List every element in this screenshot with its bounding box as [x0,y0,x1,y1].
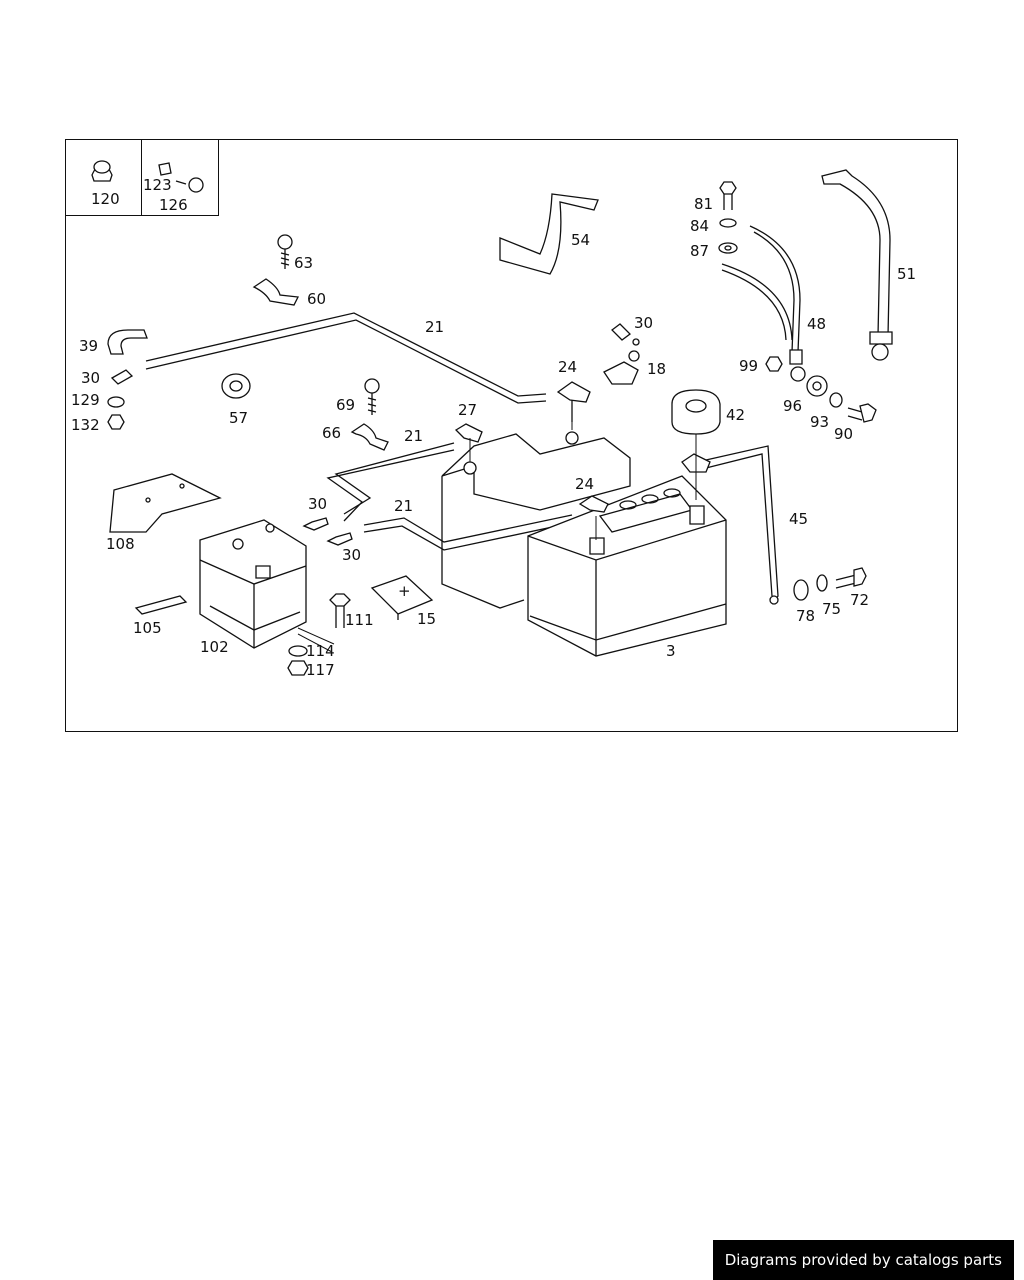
label-30-left: 30 [81,369,100,387]
label-99: 99 [739,357,758,375]
label-81: 81 [694,195,713,213]
part-48-cable [721,225,806,382]
part-84-lock-washer [719,218,737,228]
label-48: 48 [807,315,826,333]
label-108: 108 [106,535,135,553]
label-45: 45 [789,510,808,528]
label-90: 90 [834,425,853,443]
label-93: 93 [810,413,829,431]
part-132-nut [107,414,125,430]
part-24-clamp-front [578,495,609,513]
inset-label-126: 126 [159,196,188,214]
label-24-front: 24 [575,475,594,493]
label-57: 57 [229,409,248,427]
part-75-lock-washer [816,574,828,592]
leader-lines [297,400,697,653]
part-39-elbow-boot [107,329,148,355]
battery-plus-mark: + [398,582,411,600]
label-30-mid-upper: 30 [308,495,327,513]
inset-box-grommet [65,139,142,216]
part-126-screw [175,177,204,193]
label-30-right: 30 [634,314,653,332]
part-30-lug-right [611,323,640,346]
part-30-terminal-lug [110,369,134,385]
label-84: 84 [690,217,709,235]
part-111-bolt [329,593,351,628]
part-labels: 63 60 21 39 30 129 132 57 69 66 27 21 30… [71,195,916,679]
part-66-clip [350,423,389,451]
inset-box-screw [141,139,219,216]
label-60: 60 [307,290,326,308]
label-30-mid-lower: 30 [342,546,361,564]
label-63: 63 [294,254,313,272]
part-117-nut [287,660,309,676]
part-57-grommet [221,373,251,399]
label-15: 15 [417,610,436,628]
label-3: 3 [666,642,676,660]
part-42-insulator [671,389,721,435]
label-27: 27 [458,401,477,419]
part-114-washer [288,645,308,657]
part-30-lug-lower [326,532,353,546]
label-24-rear: 24 [558,358,577,376]
label-105: 105 [133,619,162,637]
part-90-bolt [847,403,877,423]
footer-credit: Diagrams provided by catalogs parts [712,1240,1014,1280]
part-27-clamp [454,423,483,443]
part-18-terminal [603,350,640,385]
label-87: 87 [690,242,709,260]
part-108-cover [109,473,222,533]
part-69-screw [364,378,380,415]
part-21-upper-rod [145,312,547,404]
part-51-ground-strap [821,169,893,361]
part-30-lug-upper [302,517,329,531]
part-105-link-strip [134,595,188,615]
part-45-cable [681,445,779,605]
label-102: 102 [200,638,229,656]
label-72: 72 [850,591,869,609]
part-93-lock-washer [829,392,843,408]
label-42: 42 [726,406,745,424]
part-21-middle-rod [326,442,455,522]
label-69: 69 [336,396,355,414]
label-114: 114 [306,642,335,660]
part-60-clip [252,278,299,306]
label-117: 117 [306,661,335,679]
part-21-lower-rod [363,514,577,551]
label-21-middle: 21 [404,427,423,445]
label-129: 129 [71,391,100,409]
label-66: 66 [322,424,341,442]
label-51: 51 [897,265,916,283]
inset-labels: 120 123 126 [91,176,188,214]
part-15-terminal-cap: + [370,575,434,620]
label-96: 96 [783,397,802,415]
part-123-clip [158,162,172,176]
part-72-bolt [835,567,867,589]
label-18: 18 [647,360,666,378]
label-111: 111 [345,611,374,629]
part-99-nut [765,356,783,372]
label-132: 132 [71,416,100,434]
label-21-lower: 21 [394,497,413,515]
label-78: 78 [796,607,815,625]
part-78-washer [793,579,809,601]
part-129-washer [107,396,125,408]
part-54-bracket [499,193,599,275]
part-24-clamp-rear [556,381,591,422]
part-81-bolt [719,181,737,210]
part-87-washer [718,242,738,254]
inset-label-120: 120 [91,190,120,208]
part-96-washer [806,375,828,397]
part-102-fuse-holder [199,519,307,649]
part-120-grommet [91,160,113,182]
label-75: 75 [822,600,841,618]
part-3-battery [527,475,727,657]
part-63-screw [277,234,293,269]
inset-label-123: 123 [143,176,172,194]
label-39: 39 [79,337,98,355]
label-54: 54 [571,231,590,249]
label-21-upper: 21 [425,318,444,336]
